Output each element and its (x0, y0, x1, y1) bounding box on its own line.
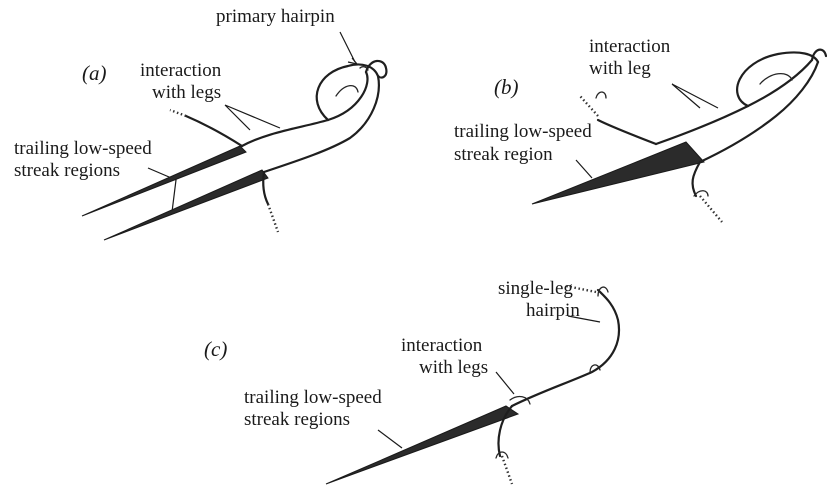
panel-a-left-leg (186, 116, 242, 146)
panel-c-streak (326, 406, 518, 484)
panel-a-interaction-leaders (225, 105, 280, 130)
panel-a-lower-leg (264, 76, 379, 172)
panel-b-streak (532, 142, 704, 204)
primary-hairpin-label: primary hairpin (216, 6, 335, 27)
panel-b-interaction-label-2: with leg (589, 58, 651, 79)
panel-c-trailing-label-2: streak regions (244, 409, 350, 430)
panel-c-single-leg-label-1: single-leg (498, 278, 573, 299)
panel-c-single-leg-label-2: hairpin (526, 300, 580, 321)
panel-c-interaction-label-2: with legs (419, 357, 488, 378)
panel-b-right-leg-dashed (700, 196, 722, 222)
panel-c-interaction-leader (496, 372, 514, 394)
panel-b-lower-leg (700, 62, 818, 162)
panel-c-trailing-label-1: trailing low-speed (244, 387, 382, 408)
panel-b-head-outline (737, 52, 818, 106)
panel-b: (b) interaction with leg trailing low-sp… (454, 36, 826, 222)
panel-b-left-leg (598, 120, 656, 144)
panel-a-tag: (a) (82, 61, 107, 85)
panel-b-left-curl (596, 92, 606, 98)
panel-b-left-leg-dashed (580, 96, 598, 116)
primary-hairpin-arrowhead (348, 58, 357, 64)
panel-a-right-leg-dashed (268, 204, 278, 232)
panel-a-upper-leg (242, 72, 367, 146)
panel-a-interaction-label-2: with legs (152, 82, 221, 103)
panel-a-interaction-label-1: interaction (140, 60, 222, 81)
panel-c-trailing-leader (378, 430, 402, 448)
panel-a-trailing-leaders (148, 168, 176, 212)
panel-b-trailing-label-2: streak region (454, 144, 553, 165)
panel-a-head-inner (336, 86, 358, 96)
panel-a: (a) primary hairpin interaction with leg… (14, 6, 386, 240)
panel-a-streak-lower (104, 170, 268, 240)
panel-c-lower-leg-dashed (502, 456, 512, 484)
panel-c-interaction-label-1: interaction (401, 335, 483, 356)
panel-b-interaction-leaders (672, 84, 718, 108)
panel-b-interaction-label-1: interaction (589, 36, 671, 57)
panel-a-left-leg-dashed (170, 110, 186, 116)
panel-b-tag: (b) (494, 75, 519, 99)
panel-c: (c) single-leg hairpin interaction with … (204, 278, 619, 484)
panel-b-trailing-leader (576, 160, 592, 178)
panel-b-upper-leg (656, 60, 812, 144)
panel-a-trailing-label-1: trailing low-speed (14, 138, 152, 159)
panel-b-trailing-label-1: trailing low-speed (454, 121, 592, 142)
panel-c-tag: (c) (204, 337, 227, 361)
primary-hairpin-leader (340, 32, 355, 62)
panel-a-head-curl (366, 61, 386, 78)
panel-a-trailing-label-2: streak regions (14, 160, 120, 181)
